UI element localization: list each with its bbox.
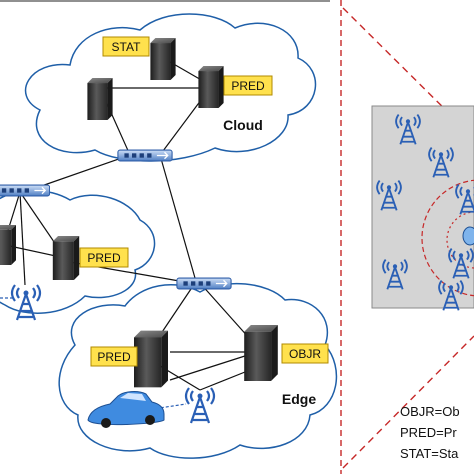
server-icon-left-a (0, 225, 16, 265)
switch-icon-left (0, 184, 50, 197)
label-stat: STAT (102, 36, 150, 57)
zoom-line-bottom (342, 335, 474, 469)
svg-text:PRED: PRED (97, 350, 131, 364)
legend-line-1: OBJR=Ob (400, 404, 460, 419)
svg-text:OBJR: OBJR (289, 347, 321, 361)
server-icon-cloud-pred (198, 66, 224, 108)
region-label-edge: Edge (282, 391, 316, 407)
label-pred-left: PRED (79, 247, 129, 268)
label-pred-cloud: PRED (223, 75, 273, 96)
svg-text:STAT: STAT (112, 40, 142, 54)
car-icon (87, 391, 165, 428)
server-icon-left-pred (52, 236, 80, 280)
label-objr: OBJR (281, 343, 329, 364)
server-icon-stat (150, 38, 176, 80)
region-label-cloud: Cloud (223, 117, 263, 133)
zoom-line-top (342, 7, 474, 139)
server-icon-edge-pred (134, 330, 168, 388)
legend-line-2: PRED=Pr (400, 425, 457, 440)
svg-text:PRED: PRED (87, 251, 121, 265)
label-pred-edge: PRED (90, 346, 138, 367)
switch-icon-cloud (117, 149, 173, 162)
switch-icon-middle (176, 277, 232, 290)
server-icon-cloud-left (87, 78, 113, 120)
server-icon-edge-objr (244, 325, 278, 381)
legend-line-3: STAT=Sta (400, 446, 459, 461)
car-icon-zoom (462, 226, 474, 246)
svg-text:PRED: PRED (231, 79, 265, 93)
